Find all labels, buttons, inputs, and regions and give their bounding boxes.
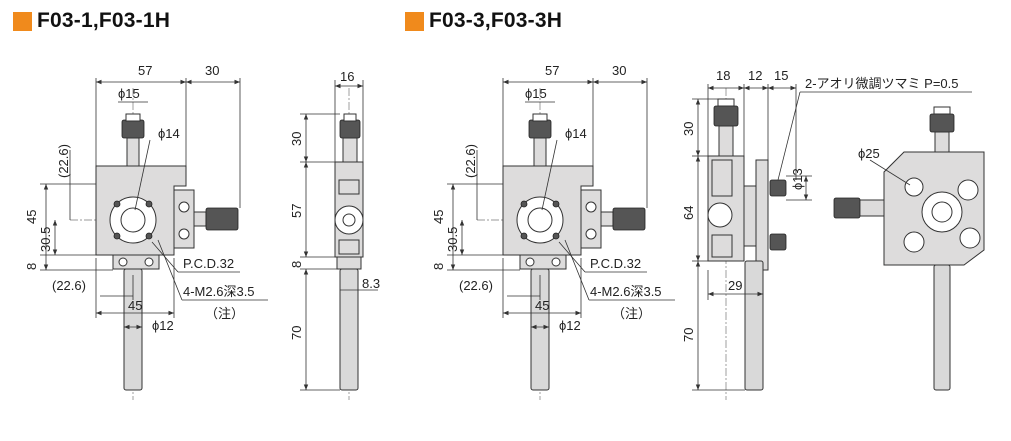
dim-phi13: ϕ13: [790, 168, 805, 190]
left-side-view: 16 30 57 8 70 8.3: [289, 69, 380, 400]
left-front-view: 57 30 ϕ15 ϕ14 (22.6) 45 30.5 8 (22.6) 45: [24, 63, 268, 400]
dim-phi25: ϕ25: [858, 146, 880, 161]
dim-29: 29: [728, 278, 742, 293]
dim-8: 8: [431, 263, 446, 270]
dim-12: 12: [748, 68, 762, 83]
orange-square-icon: [13, 11, 32, 31]
dim-45: 45: [24, 210, 39, 224]
label-tap: 4-M2.6深3.5: [183, 284, 255, 299]
dim-phi14: ϕ14: [158, 126, 180, 141]
dim-57: 57: [289, 204, 304, 218]
dim-57: 57: [138, 63, 152, 78]
dim-22-6: (22.6): [463, 144, 478, 178]
dim-64: 64: [681, 206, 696, 220]
dim-8-3: 8.3: [362, 276, 380, 291]
dim-phi12: ϕ12: [559, 318, 581, 333]
right-title: F03-3,F03-3H: [405, 6, 562, 36]
dim-30: 30: [205, 63, 219, 78]
dim-57: 57: [545, 63, 559, 78]
dim-70: 70: [289, 326, 304, 340]
dim-30: 30: [289, 132, 304, 146]
iso-view: ϕ25: [833, 106, 985, 391]
orange-square-icon: [405, 11, 424, 31]
dim-30-5: 30.5: [38, 227, 53, 252]
dim-phi14: ϕ14: [565, 126, 587, 141]
dim-phi12: ϕ12: [152, 318, 174, 333]
dim-45-bottom: 45: [535, 298, 549, 313]
dim-30-5: 30.5: [445, 227, 460, 252]
right-title-text: F03-3,F03-3H: [429, 9, 563, 32]
dim-30: 30: [681, 122, 696, 136]
dim-16: 16: [340, 69, 354, 84]
left-title: F03-1,F03-1H: [13, 6, 170, 36]
right-side-view: 18 12 15 2-アオリ微調ツマミ P=0.5 30 64 70 ϕ13 2…: [681, 68, 972, 400]
dim-22-6-bottom: (22.6): [459, 278, 493, 293]
dim-8: 8: [289, 261, 304, 268]
dim-70: 70: [681, 328, 696, 342]
label-note: （注）: [205, 306, 244, 321]
dim-phi15: ϕ15: [118, 86, 140, 101]
dim-8: 8: [24, 263, 39, 270]
dim-45-bottom: 45: [128, 298, 142, 313]
label-note: （注）: [612, 306, 651, 321]
dim-45: 45: [431, 210, 446, 224]
label-tilt-knob: 2-アオリ微調ツマミ P=0.5: [805, 76, 959, 91]
dim-18: 18: [716, 68, 730, 83]
right-front-view: 57 30 ϕ15 ϕ14 (22.6) 45 30.5 8 (22.6) 45…: [431, 63, 675, 400]
dim-phi15: ϕ15: [525, 86, 547, 101]
dim-30: 30: [612, 63, 626, 78]
label-pcd: P.C.D.32: [590, 256, 641, 271]
dim-22-6-bottom: (22.6): [52, 278, 86, 293]
left-title-text: F03-1,F03-1H: [37, 9, 171, 32]
label-pcd: P.C.D.32: [183, 256, 234, 271]
dim-22-6: (22.6): [56, 144, 71, 178]
dim-15: 15: [774, 68, 788, 83]
label-tap: 4-M2.6深3.5: [590, 284, 662, 299]
